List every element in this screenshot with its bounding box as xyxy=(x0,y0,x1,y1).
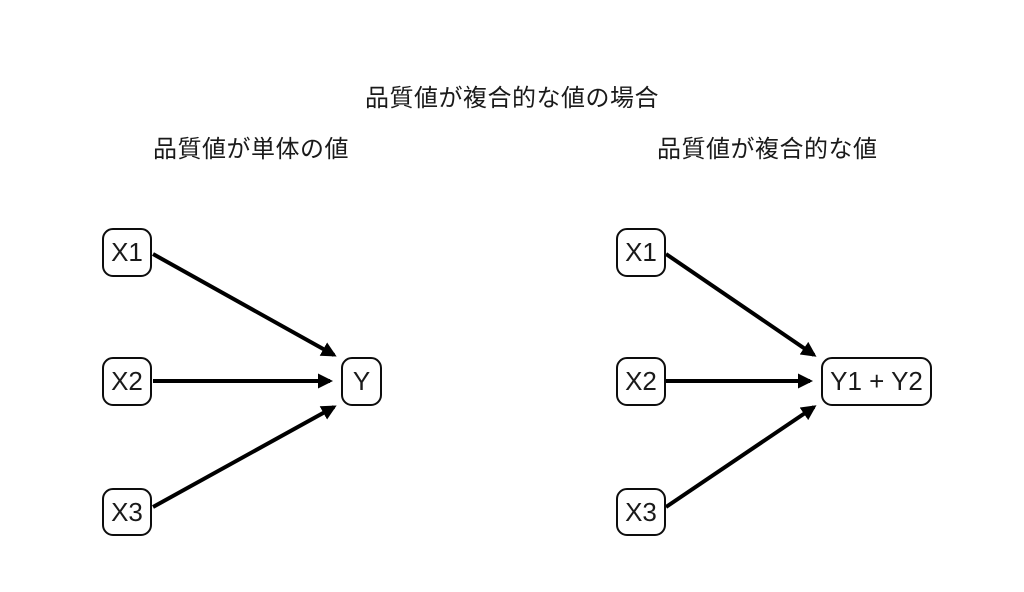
arrow-left-x3-to-y xyxy=(152,405,337,509)
node-left-y: Y xyxy=(341,357,382,406)
node-right-y1-y2: Y1 + Y2 xyxy=(821,357,932,406)
node-left-x2: X2 xyxy=(102,357,152,406)
diagram-title: 品質値が複合的な値の場合 xyxy=(365,85,659,112)
node-right-x3: X3 xyxy=(616,488,666,536)
right-diagram-subtitle: 品質値が複合的な値 xyxy=(657,136,878,163)
node-left-x1: X1 xyxy=(102,228,152,277)
arrow-right-x3-to-y1y2 xyxy=(664,405,817,509)
arrow-right-x1-to-y1y2 xyxy=(664,252,817,357)
node-right-x2: X2 xyxy=(616,357,666,406)
arrow-left-x1-to-y xyxy=(152,252,337,357)
left-diagram-subtitle: 品質値が単体の値 xyxy=(153,136,349,163)
node-left-x3: X3 xyxy=(102,488,152,536)
node-right-x1: X1 xyxy=(616,228,666,277)
